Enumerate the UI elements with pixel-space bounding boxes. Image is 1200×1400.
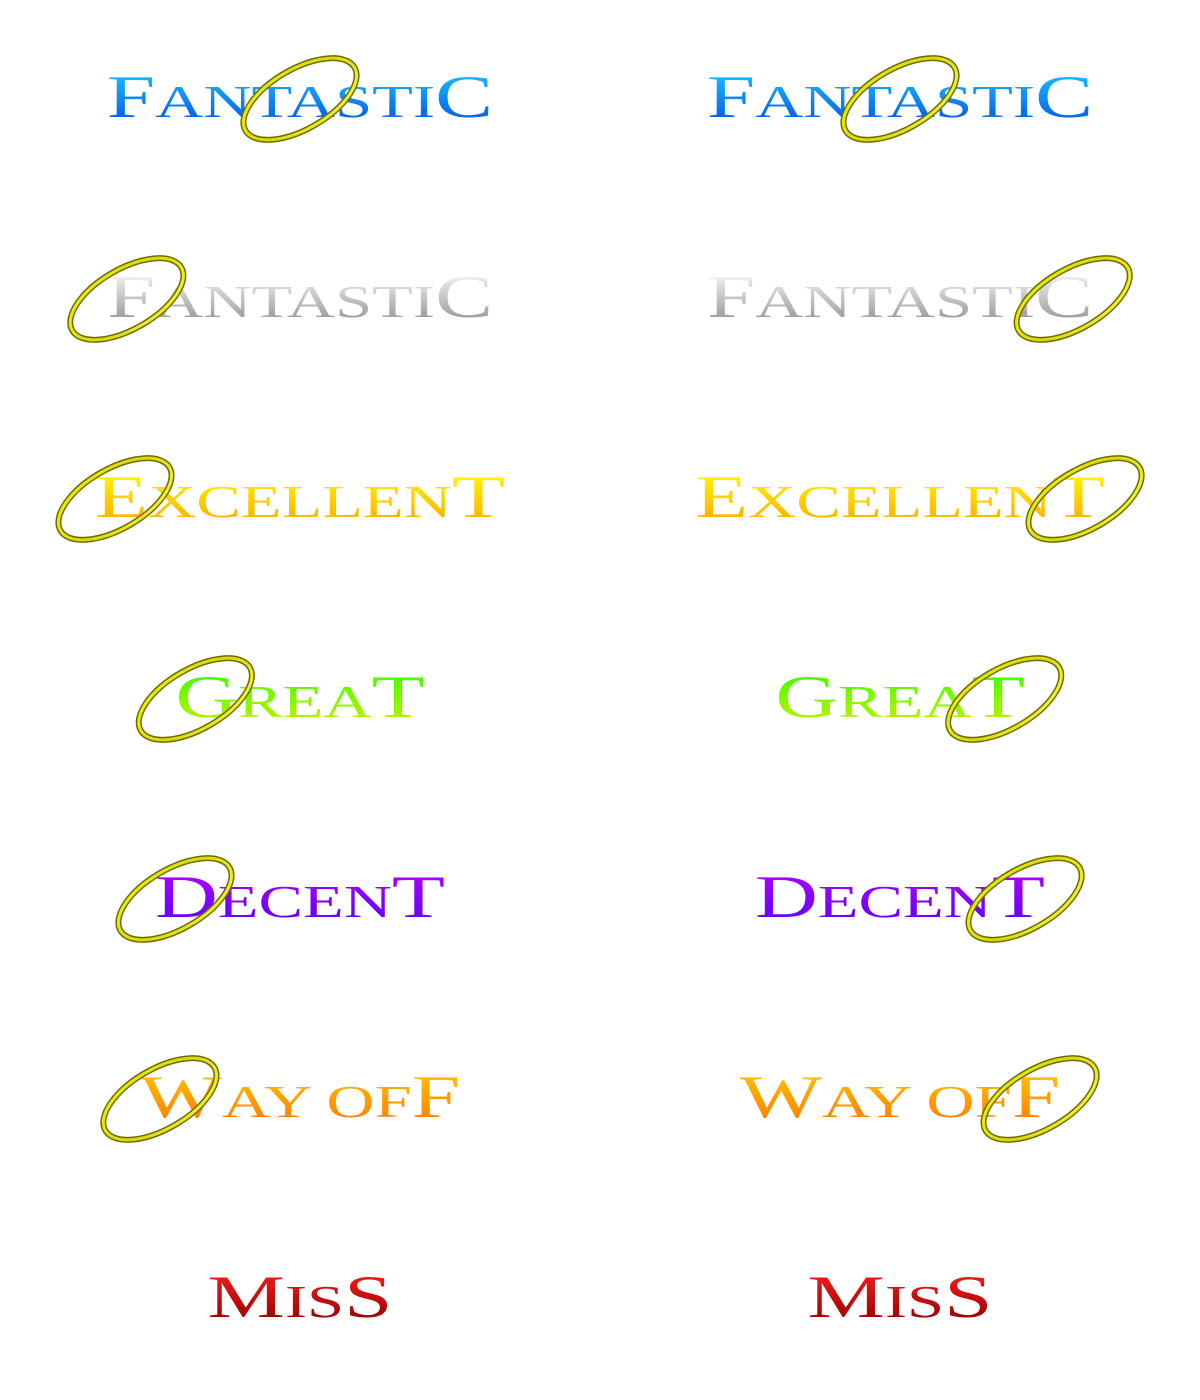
- judgment-great-right: GREAT: [775, 655, 1065, 743]
- judgment-miss-left: MISS: [207, 1264, 392, 1331]
- judgment-fantastic-blue-right: FANTASTIC: [707, 55, 1093, 143]
- judgment-decent-left: DECENT: [115, 855, 445, 943]
- judgment-text: FANTASTIC: [107, 264, 493, 331]
- judgment-great-left: GREAT: [135, 655, 425, 743]
- judgment-text: WAY OFF: [140, 1064, 460, 1131]
- judgment-excellent-left: EXCELLENT: [55, 455, 505, 543]
- judgment-text: GREAT: [175, 664, 424, 731]
- judgment-text: GREAT: [775, 664, 1024, 731]
- halo-ring-highlight: [946, 656, 1063, 742]
- judgment-text: WAY OFF: [740, 1064, 1060, 1131]
- halo-ring-highlight: [981, 1056, 1099, 1142]
- judgment-text: FANTASTIC: [107, 64, 493, 131]
- judgment-decent-right: DECENT: [755, 855, 1085, 943]
- judgment-text: MISS: [807, 1264, 992, 1331]
- judgment-fantastic-silver-right: FANTASTIC: [707, 255, 1133, 343]
- halo-ring-highlight: [241, 56, 359, 142]
- judgment-excellent-right: EXCELLENT: [695, 455, 1145, 543]
- judgment-way-off-left: WAY OFF: [100, 1055, 460, 1143]
- halo-ring-highlight: [841, 56, 959, 142]
- judgment-fantastic-blue-left: FANTASTIC: [107, 55, 493, 143]
- judgment-fantastic-silver-left: FANTASTIC: [67, 255, 493, 343]
- judgment-way-off-right: WAY OFF: [740, 1055, 1100, 1143]
- judgment-text: DECENT: [755, 864, 1045, 931]
- halo-ring-highlight: [1026, 456, 1144, 542]
- halo-ring-highlight: [137, 656, 254, 742]
- halo-ring-highlight: [56, 456, 174, 542]
- judgment-text: EXCELLENT: [695, 464, 1105, 531]
- judgment-text: FANTASTIC: [707, 264, 1093, 331]
- judgment-miss-right: MISS: [807, 1264, 992, 1331]
- judgment-text: MISS: [207, 1264, 392, 1331]
- halo-ring-highlight: [101, 1056, 219, 1142]
- halo-ring-highlight: [966, 856, 1084, 942]
- judgment-text: EXCELLENT: [95, 464, 505, 531]
- judgment-text: FANTASTIC: [707, 64, 1093, 131]
- halo-ring-highlight: [116, 856, 234, 942]
- judgment-text: DECENT: [155, 864, 445, 931]
- halo-ring-highlight: [1015, 256, 1132, 342]
- halo-ring-highlight: [68, 256, 185, 342]
